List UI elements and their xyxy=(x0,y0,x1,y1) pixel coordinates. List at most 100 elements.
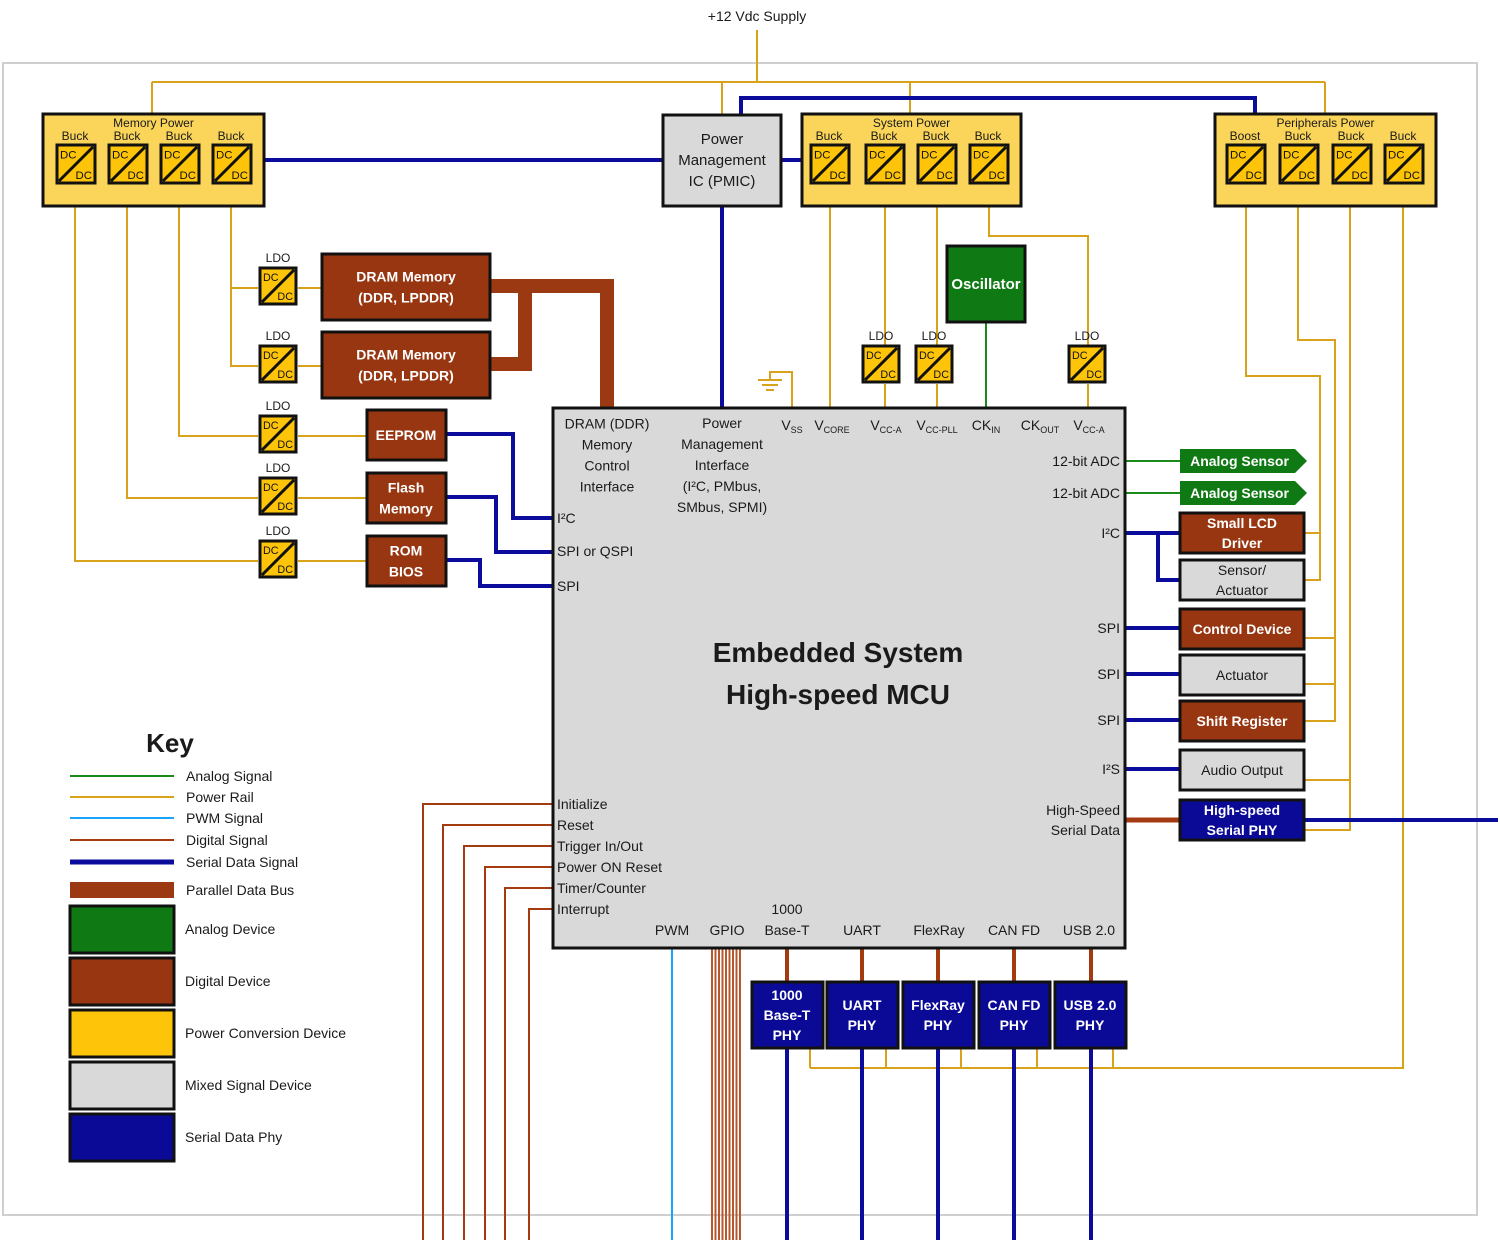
dc-in-label: DC xyxy=(1336,149,1352,161)
rail-vcc-a2-ldo xyxy=(988,205,1089,346)
dc-out-label: DC xyxy=(277,439,293,451)
converter-type-label: Buck xyxy=(1338,129,1366,143)
sensor-actuator-label: Sensor/ xyxy=(1218,562,1266,578)
ldo-label: LDO xyxy=(266,329,291,343)
converter-type-label: Buck xyxy=(62,129,90,143)
converter-diagonal xyxy=(161,145,199,183)
oscillator-label: Oscillator xyxy=(951,276,1020,293)
key-box-label: Digital Device xyxy=(185,973,271,989)
converter-diagonal xyxy=(1280,145,1318,183)
pmic-block[interactable] xyxy=(661,113,783,208)
oscillator-block[interactable] xyxy=(945,244,1027,324)
mcu-bottom-pin: UART xyxy=(843,922,881,938)
pin-subscript: CC-A xyxy=(1083,425,1105,435)
dc-in-label: DC xyxy=(1230,149,1246,161)
mcu-bottom-pin: GPIO xyxy=(709,922,744,938)
serial-flash xyxy=(446,495,553,554)
phy-label: CAN FD xyxy=(988,997,1041,1013)
mcu-top-pin: CKIN xyxy=(972,417,1000,435)
mcu-bottom-left-pin: Interrupt xyxy=(557,901,609,917)
mcu-right-pin: I²S xyxy=(1102,761,1120,777)
sensor-actuator-block[interactable] xyxy=(1178,558,1306,602)
dc-out-label: DC xyxy=(880,369,896,381)
shift-register-label: Shift Register xyxy=(1196,713,1288,729)
converter-diagonal xyxy=(260,541,296,577)
hs-serial-phy-block[interactable] xyxy=(1178,798,1306,842)
converter-type-label: Buck xyxy=(975,129,1003,143)
rom-bios-block[interactable] xyxy=(365,534,448,588)
wires-layer xyxy=(74,30,1498,1240)
dc-in-label: DC xyxy=(1072,350,1088,362)
mcu-title: Embedded System xyxy=(713,637,964,668)
dc-out-label: DC xyxy=(933,369,949,381)
digital-0 xyxy=(422,803,553,1240)
dram-interface-label: Control xyxy=(584,458,629,474)
pm-interface-label: Power xyxy=(702,415,742,431)
dram-memory-1[interactable] xyxy=(320,252,492,322)
blocks-layer: DCDCDCDCDCDCDCDCDCDCDCDCDCDCDCDCDCDCDCDC… xyxy=(41,112,1438,1163)
dc-in-label: DC xyxy=(814,149,830,161)
dc-out-label: DC xyxy=(1352,170,1368,182)
shift-register-block[interactable] xyxy=(1178,699,1306,743)
converter-diagonal xyxy=(1069,346,1105,382)
dram-label: DRAM Memory xyxy=(356,269,456,285)
hs-phy-label: High-speed xyxy=(1204,802,1280,818)
dram-memory-2[interactable] xyxy=(320,330,492,400)
converter-diagonal xyxy=(1227,145,1265,183)
mcu-bottom-pin: CAN FD xyxy=(988,922,1040,938)
dc-out-label: DC xyxy=(1086,369,1102,381)
lcd-driver-block[interactable] xyxy=(1178,511,1306,555)
key-line-label: Analog Signal xyxy=(186,768,272,784)
pmic-label: Power xyxy=(701,131,744,148)
analog-sensor-block[interactable] xyxy=(1180,449,1307,473)
pin-main: V xyxy=(870,417,880,433)
dc-in-label: DC xyxy=(263,350,279,362)
analog-sensor-block[interactable] xyxy=(1180,481,1307,505)
pmic-label: Management xyxy=(678,152,766,169)
phy-label: Base-T xyxy=(764,1007,811,1023)
phy-block[interactable] xyxy=(977,980,1052,1050)
dram-label: (DDR, LPDDR) xyxy=(358,290,454,306)
analog-sensor-label: Analog Sensor xyxy=(1190,453,1289,469)
dc-out-label: DC xyxy=(76,170,92,182)
audio-output-block[interactable] xyxy=(1178,748,1306,792)
mcu-block[interactable] xyxy=(551,406,1127,950)
flash-memory-block[interactable] xyxy=(365,471,448,525)
phy-label: 1000 xyxy=(771,987,802,1003)
phy-block[interactable] xyxy=(901,980,976,1050)
pin-subscript: OUT xyxy=(1040,425,1060,435)
key-box-label: Mixed Signal Device xyxy=(185,1077,312,1093)
dram-label: (DDR, LPDDR) xyxy=(358,368,454,384)
dc-in-label: DC xyxy=(1388,149,1404,161)
control-device-block[interactable] xyxy=(1178,607,1306,651)
key-line-label: PWM Signal xyxy=(186,810,263,826)
power-group-title: Memory Power xyxy=(113,116,194,130)
lcd-driver-label: Driver xyxy=(1222,535,1263,551)
phy-block[interactable] xyxy=(1053,980,1128,1050)
flash-label: Flash xyxy=(388,480,425,496)
converter-diagonal xyxy=(811,145,849,183)
rail-dram1 xyxy=(230,205,258,289)
eeprom-block[interactable] xyxy=(365,408,448,462)
dc-out-label: DC xyxy=(830,170,846,182)
phy-block[interactable] xyxy=(750,980,825,1050)
pin-subscript: IN xyxy=(991,425,1000,435)
supply-label: +12 Vdc Supply xyxy=(708,8,806,24)
actuator-block[interactable] xyxy=(1178,653,1306,697)
pmic-label: IC (PMIC) xyxy=(689,173,756,190)
phy-block[interactable] xyxy=(825,980,900,1050)
converter-diagonal xyxy=(970,145,1008,183)
dc-out-label: DC xyxy=(989,170,1005,182)
dc-in-label: DC xyxy=(263,545,279,557)
